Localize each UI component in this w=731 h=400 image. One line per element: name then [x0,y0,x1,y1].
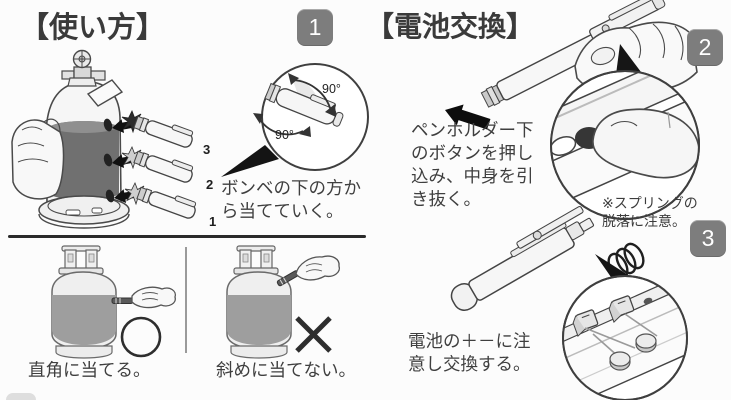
ok-panel-illustration [51,245,176,359]
igniter-pen-1 [136,186,197,219]
step-1-caption: ボンベの下の方か ら当てていく。 [221,177,361,223]
igniter-number-1: 1 [209,214,216,229]
caption-line: のボタンを押し [411,143,534,163]
step-2-caption: ペンホルダー下 のボタンを押し 込み、中身を引 き抜く。 [411,119,534,211]
igniter-pen-3 [133,115,194,148]
angle-label-top: 90° [322,82,341,96]
step-3-caption: 電池の＋－に注 意し交換する。 [408,330,531,376]
note-line: 脱落に注意。 [602,212,686,229]
contact-dot [643,297,653,305]
step-1-badge: 1 [297,9,333,46]
lpg-tank [226,245,292,359]
igniter-pen-2 [133,150,194,183]
ok-mark-icon [120,316,162,358]
igniter-number-2: 2 [206,177,213,192]
ok-panel-caption: 直角に当てる。 [28,360,151,380]
canister-band [49,121,119,200]
step-3-badge: 3 [690,220,726,257]
canister-ignition-illustration: 3 2 1 [11,49,216,229]
canister-spout [86,79,124,107]
canister-neck [67,77,97,87]
pull-arrow-icon [445,104,491,130]
canister-base [38,195,130,229]
pen-hole [551,135,577,157]
arc-arrowhead [253,113,263,124]
usage-section-heading: 【使い方】 [20,12,166,44]
terminal-clip-1 [572,309,599,337]
battery-remove-illustration [445,0,700,220]
ng-panel-illustration [226,245,340,359]
caption-line: ボンベの下の方か [221,178,361,198]
angle-inset-illustration: 90° 90° [221,63,369,177]
ng-mark-icon [295,316,332,353]
igniter-number-3: 3 [203,142,210,157]
vertical-angle-arc [292,79,332,112]
hand-with-igniter-straight [111,286,176,309]
canister-valve [61,49,106,82]
holding-hand [11,118,65,200]
strike-point-1 [105,189,115,203]
strike-point-3 [103,118,113,132]
battery-replace-illustration [450,205,688,400]
caption-line: 電池の＋－に注 [408,331,531,351]
angle-label-bottom: 90° [275,128,294,142]
battery-section-heading: 【電池交換】 [366,11,535,42]
caption-line: 込み、中身を引 [411,166,534,186]
button-inset-content [551,71,699,216]
caption-line: 意し交換する。 [408,354,531,374]
battery-cell-1 [609,351,631,371]
arc-arrowhead [299,126,311,137]
caption-line: ペンホルダー下 [411,120,534,140]
caption-line: ら当てていく。 [221,201,344,221]
arc-arrowhead [325,104,336,117]
spark-icon-1 [124,182,147,206]
note-line: ※スプリングの [602,195,698,211]
lpg-tank [51,245,117,359]
caption-line: き抜く。 [411,189,481,209]
hand-with-igniter-angled [276,255,340,287]
pressing-thumb [592,108,699,179]
spark-icon-3 [121,110,144,134]
inner-body [450,205,595,311]
battery-cell-2 [635,333,657,353]
arc-arrowhead [288,73,299,85]
vertical-divider [185,247,187,353]
inset-pointer [221,145,279,177]
ng-panel-caption: 斜めに当てない。 [216,360,356,380]
inset-pen [264,82,344,127]
spark-icon-2 [121,146,144,170]
horizontal-angle-arc [258,117,304,136]
spring-warning-note: ※スプリングの 脱落に注意。 [602,195,698,230]
canister-band-top [49,121,119,133]
terminal-clip-2 [608,295,635,323]
step-4-badge-partial [6,393,36,400]
horizontal-divider [8,235,366,238]
strike-point-2 [103,153,113,167]
step-2-badge: 2 [687,29,723,66]
